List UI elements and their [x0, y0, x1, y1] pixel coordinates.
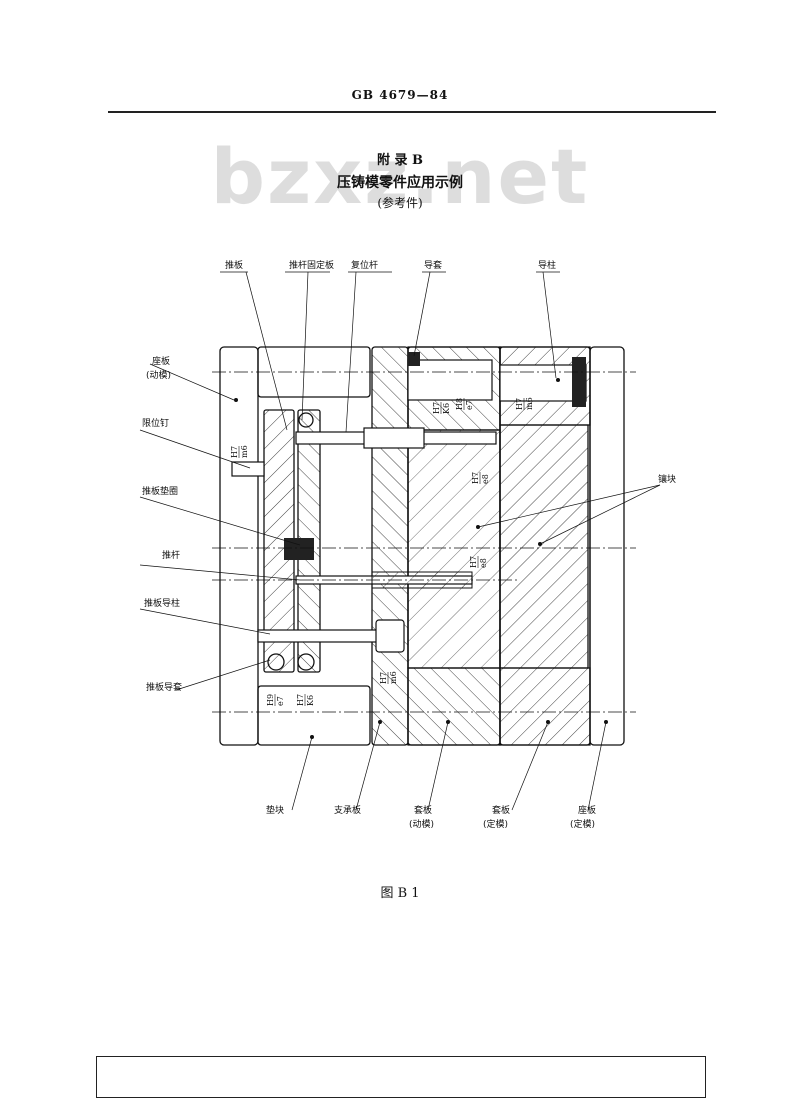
guide-pillar-head: [572, 357, 586, 407]
title-note: (参考件): [377, 196, 423, 210]
label-zuoban-ding: 座板: [578, 804, 596, 816]
label-xianweiding: 限位钉: [142, 417, 169, 429]
label-daotao: 导套: [424, 259, 442, 271]
label-tuigan: 推杆: [162, 549, 180, 561]
moving-insert: [407, 429, 501, 669]
moving-clamp-plate: [219, 346, 259, 746]
fixed-plate-lower: [499, 667, 591, 746]
fit-4-bot: m6: [525, 397, 534, 410]
label-tuiban-daotao: 推板导套: [146, 681, 182, 693]
return-pin-head: [363, 427, 425, 449]
label-zuoban-note: (动模): [146, 370, 171, 381]
ejector-guide-bush-top: [298, 412, 314, 428]
label-taoban-dong-note: (动模): [409, 819, 434, 830]
fit-9-top: H7: [379, 672, 388, 684]
label-tuiban: 推板: [225, 259, 243, 271]
watermark: bzxz.net: [210, 132, 590, 221]
fit-1-top: H7: [230, 446, 239, 458]
label-tuigan-gudingban: 推杆固定板: [289, 259, 334, 271]
fit-8-top: H7: [296, 694, 305, 706]
fit-3-bot: e7: [465, 400, 474, 410]
guide-bush-head: [408, 352, 420, 366]
fit-7-top: H9: [266, 694, 275, 706]
bottom-frame: [96, 1056, 706, 1098]
fit-6-top: H7: [469, 556, 478, 568]
main-title: 压铸模零件应用示例: [337, 175, 463, 191]
fit-3-top: H8: [455, 398, 464, 410]
moving-plate-lower: [407, 667, 501, 746]
fit-2-bot: K6: [442, 403, 451, 414]
label-zhichengban: 支承板: [334, 804, 361, 816]
guide-bush: [407, 359, 493, 401]
label-fuweigan: 复位杆: [351, 259, 378, 271]
ejector-guide-bush-l: [267, 653, 285, 671]
support-plate: [371, 346, 409, 746]
label-taoban-ding: 套板: [492, 804, 510, 816]
fit-2-top: H7: [432, 402, 441, 414]
label-diankuai: 垫块: [266, 804, 284, 816]
standard-header: GB 4679—84: [351, 88, 449, 102]
fit-6-bot: e8: [479, 558, 488, 568]
fit-5-top: H7: [471, 472, 480, 484]
spacer-block-bottom: [257, 685, 371, 746]
ejector-guide-bush-r: [297, 653, 315, 671]
stop-pin: [231, 461, 265, 477]
label-tuiban-daozhu: 推板导柱: [144, 597, 180, 609]
label-zuoban-ding-note: (定模): [570, 818, 595, 830]
label-daozhu: 导柱: [538, 259, 556, 271]
fit-5-bot: e8: [481, 474, 490, 484]
ejector-washer: [284, 538, 314, 560]
label-taoban-dong: 套板: [414, 804, 432, 816]
fit-7-bot: e7: [276, 696, 285, 706]
label-xiangkuai: 镶块: [658, 473, 676, 485]
fixed-clamp-plate: [589, 346, 625, 746]
fit-8-bot: K6: [306, 695, 315, 706]
fit-1-bot: m6: [240, 445, 249, 458]
label-taoban-ding-note: (定模): [483, 818, 508, 830]
fit-4-top: H7: [515, 398, 524, 410]
fixed-insert: [499, 424, 589, 669]
fit-9-bot: m6: [389, 671, 398, 684]
label-zuoban: 座板: [152, 355, 170, 367]
header-rule: [108, 111, 716, 113]
label-tuiban-dianquan: 推板垫圈: [142, 485, 178, 497]
appendix-title: 附 录 B: [376, 153, 424, 168]
figure-caption: 图 B 1: [380, 886, 420, 901]
ejector-guide-pillar-head: [375, 619, 405, 653]
